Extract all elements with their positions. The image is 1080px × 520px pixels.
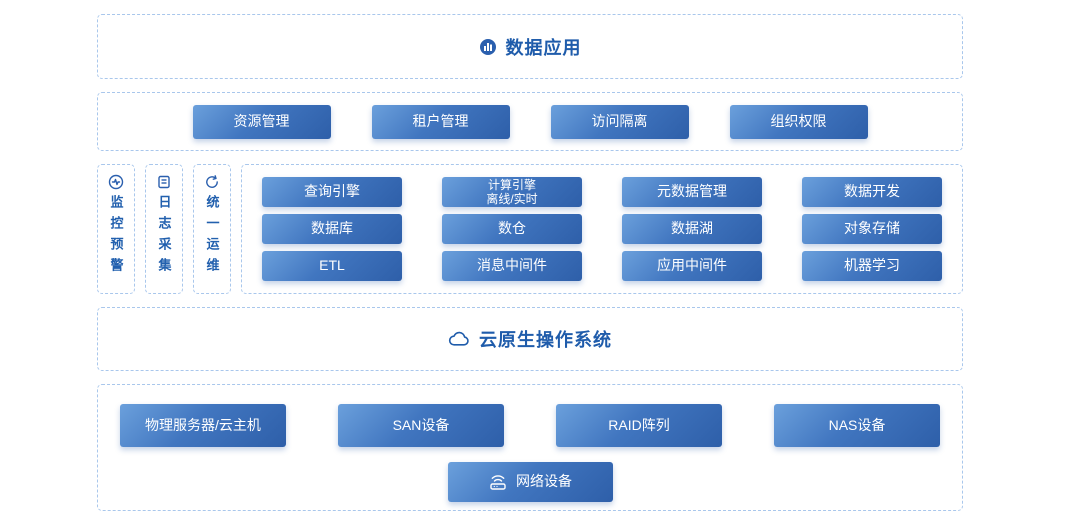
block-org-permission: 组织权限 [729, 104, 868, 139]
block-data-warehouse: 数仓 [442, 214, 582, 244]
middle-row: 监控预警 日志采集 [97, 164, 963, 294]
block-machine-learning: 机器学习 [802, 251, 942, 281]
log-collect-icon [156, 174, 172, 190]
block-app-middleware: 应用中间件 [622, 251, 762, 281]
unified-ops-icon [204, 174, 220, 190]
section-infrastructure: 物理服务器/云主机 SAN设备 RAID阵列 NAS设备 [97, 384, 963, 511]
platform-grid: 查询引擎 计算引擎 离线/实时 元数据管理 数据开发 数据库 数仓 数据湖 对象… [262, 177, 942, 281]
block-compute-engine: 计算引擎 离线/实时 [442, 177, 582, 207]
sidebar-log-collection-label: 日志采集 [156, 195, 172, 279]
monitor-alert-icon [108, 174, 124, 190]
cloud-icon [448, 331, 470, 348]
cloud-os-title-row: 云原生操作系统 [98, 308, 962, 370]
data-application-title-row: 数据应用 [98, 15, 962, 78]
block-tenant-management: 租户管理 [371, 104, 510, 139]
block-query-engine: 查询引擎 [262, 177, 402, 207]
block-message-middleware: 消息中间件 [442, 251, 582, 281]
block-physical-server: 物理服务器/云主机 [120, 404, 286, 447]
sidebar-monitor-alert-label: 监控预警 [108, 195, 124, 279]
infrastructure-row: 物理服务器/云主机 SAN设备 RAID阵列 NAS设备 [120, 404, 940, 447]
block-nas-device: NAS设备 [774, 404, 940, 447]
section-platform-components: 查询引擎 计算引擎 离线/实时 元数据管理 数据开发 数据库 数仓 数据湖 对象… [241, 164, 963, 294]
sidebar-monitor-alert: 监控预警 [97, 164, 135, 294]
block-access-isolation: 访问隔离 [550, 104, 689, 139]
network-device-icon [488, 474, 508, 491]
block-raid-array: RAID阵列 [556, 404, 722, 447]
block-data-development: 数据开发 [802, 177, 942, 207]
sidebar-unified-ops: 统一运维 [193, 164, 231, 294]
diagram-wrap: 数据应用 资源管理 租户管理 访问隔离 组织权限 监控预警 [97, 14, 963, 511]
block-metadata-management: 元数据管理 [622, 177, 762, 207]
section-data-application: 数据应用 [97, 14, 963, 79]
data-application-title: 数据应用 [505, 37, 582, 58]
section-management: 资源管理 租户管理 访问隔离 组织权限 [97, 92, 963, 151]
block-san-device: SAN设备 [338, 404, 504, 447]
sidebar-unified-ops-label: 统一运维 [204, 195, 220, 279]
block-etl: ETL [262, 251, 402, 281]
network-device-label: 网络设备 [516, 473, 572, 490]
block-object-storage: 对象存储 [802, 214, 942, 244]
network-row: 网络设备 [120, 462, 940, 502]
section-cloud-os: 云原生操作系统 [97, 307, 963, 371]
data-application-icon [479, 38, 497, 56]
block-resource-management: 资源管理 [192, 104, 331, 139]
block-database: 数据库 [262, 214, 402, 244]
cloud-os-title: 云原生操作系统 [479, 330, 612, 350]
block-data-lake: 数据湖 [622, 214, 762, 244]
sidebar-log-collection: 日志采集 [145, 164, 183, 294]
block-network-device: 网络设备 [447, 462, 613, 502]
